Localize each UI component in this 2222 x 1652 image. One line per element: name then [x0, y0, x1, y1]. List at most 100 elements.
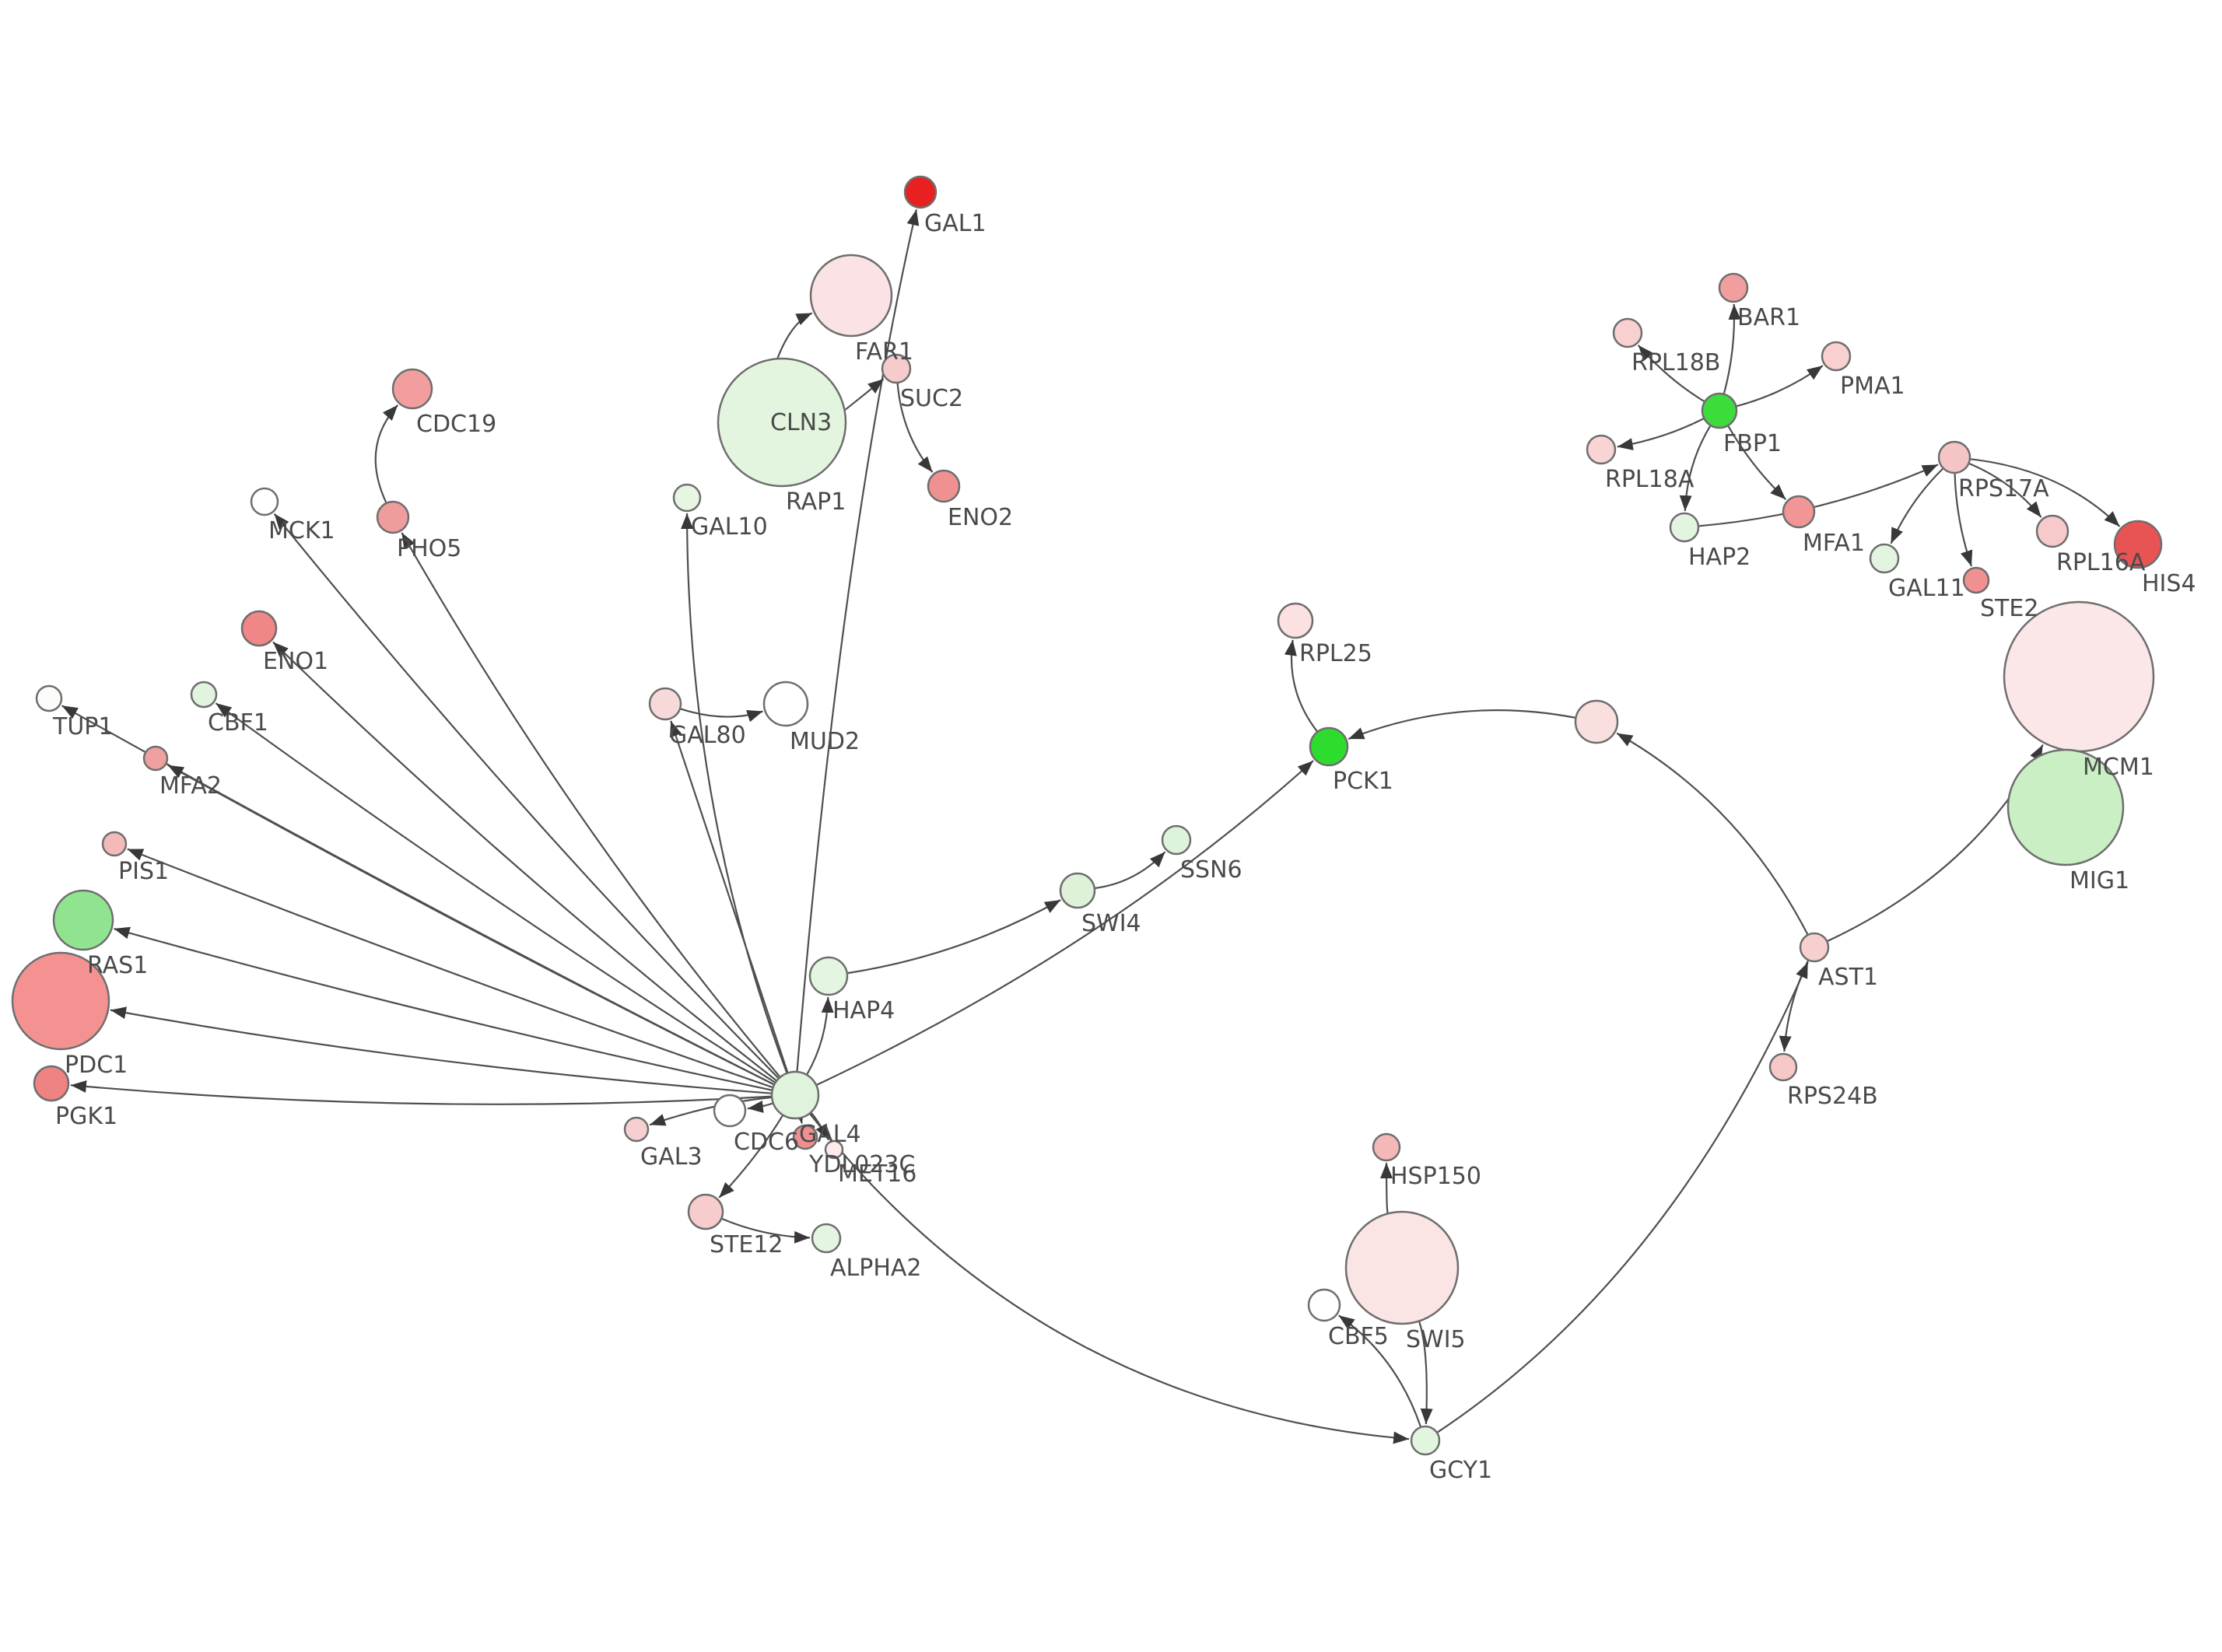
- edge-gal4-pis1[interactable]: [127, 848, 773, 1088]
- edge-pho5-cdc19[interactable]: [374, 404, 399, 503]
- node-ast1[interactable]: [1799, 932, 1830, 963]
- edge-gal4-pdc1[interactable]: [110, 1006, 772, 1094]
- edge-rps17a-ste2[interactable]: [1954, 473, 1973, 567]
- edge-gal4-gal1[interactable]: [796, 209, 920, 1072]
- node-ste12[interactable]: [687, 1193, 724, 1230]
- node-swi5[interactable]: [1344, 1210, 1460, 1325]
- node-eno2[interactable]: [927, 469, 961, 503]
- node-mud2[interactable]: [762, 681, 809, 727]
- edge-hap4-swi4[interactable]: [847, 899, 1061, 975]
- node-eno1[interactable]: [240, 610, 278, 647]
- edge-gal4-cbf1[interactable]: [215, 702, 776, 1083]
- node-hap2[interactable]: [1669, 512, 1700, 543]
- edge-ste12-alpha2[interactable]: [721, 1218, 811, 1244]
- node-hsp150[interactable]: [1372, 1132, 1401, 1162]
- node-mfa2[interactable]: [142, 745, 169, 772]
- node-rpl16a[interactable]: [2035, 514, 2070, 548]
- node-ste2[interactable]: [1962, 566, 1990, 594]
- node-rps17a[interactable]: [1937, 440, 1971, 474]
- node-rpl18b[interactable]: [1612, 317, 1643, 348]
- node-hap4[interactable]: [808, 956, 849, 996]
- node-gcy1[interactable]: [1410, 1425, 1441, 1456]
- node-gal1[interactable]: [903, 175, 938, 209]
- node-nodex[interactable]: [1574, 699, 1619, 744]
- node-tup1[interactable]: [35, 684, 63, 712]
- edge-gal4-ras1[interactable]: [114, 926, 772, 1091]
- node-far1[interactable]: [809, 254, 893, 338]
- edge-gal4-gal3[interactable]: [649, 1096, 772, 1126]
- edge-gal4-gal80[interactable]: [669, 720, 789, 1073]
- edge-swi4-ssn6[interactable]: [1095, 851, 1166, 889]
- node-gal4[interactable]: [770, 1070, 820, 1120]
- node-cdc6[interactable]: [713, 1094, 747, 1128]
- edge-gal4-mck1[interactable]: [273, 513, 780, 1079]
- node-ras1[interactable]: [52, 889, 114, 951]
- node-gal11[interactable]: [1869, 543, 1900, 574]
- edge-gcy1-cbf5[interactable]: [1338, 1314, 1421, 1427]
- edge-gal4-ydl023c[interactable]: [792, 1107, 804, 1124]
- edge-gcy1-ast1[interactable]: [1437, 961, 1809, 1433]
- edge-rps17a-gal11[interactable]: [1890, 467, 1943, 544]
- edge-ast1-nodex[interactable]: [1616, 732, 1809, 935]
- node-pck1[interactable]: [1309, 726, 1349, 767]
- edge-gal4-ste12[interactable]: [718, 1115, 783, 1199]
- node-rpl18a[interactable]: [1586, 434, 1617, 465]
- edge-ast1-mcm1[interactable]: [1827, 744, 2044, 942]
- node-cbf5[interactable]: [1307, 1288, 1341, 1322]
- edge-fbp1-pma1[interactable]: [1736, 365, 1824, 408]
- node-mck1[interactable]: [250, 487, 279, 516]
- node-rps24b[interactable]: [1768, 1052, 1798, 1082]
- edge-gal4-gal10[interactable]: [681, 513, 788, 1073]
- edge-rps17a-his4[interactable]: [1970, 458, 2121, 527]
- node-met16[interactable]: [824, 1139, 844, 1160]
- edge-hap2-rps17a[interactable]: [1698, 464, 1939, 527]
- edge-fbp1-rpl18a[interactable]: [1617, 418, 1704, 450]
- node-pis1[interactable]: [101, 831, 128, 857]
- node-gal10[interactable]: [672, 483, 702, 513]
- edge-fbp1-mfa1[interactable]: [1727, 425, 1787, 500]
- node-cbf1[interactable]: [190, 681, 218, 709]
- edge-gal4-hap4[interactable]: [806, 996, 834, 1075]
- edge-fbp1-hap2[interactable]: [1679, 425, 1712, 512]
- edge-rap1-suc2[interactable]: [844, 378, 885, 411]
- node-mcm1[interactable]: [2003, 600, 2155, 753]
- node-rap1[interactable]: [717, 357, 847, 488]
- edge-swi5-gcy1[interactable]: [1418, 1321, 1433, 1425]
- edge-gal4-gcy1[interactable]: [809, 1113, 1410, 1444]
- node-suc2[interactable]: [881, 353, 912, 384]
- edge-gal4-tup1[interactable]: [61, 705, 774, 1086]
- edge-fbp1-bar1[interactable]: [1723, 303, 1741, 394]
- edge-gal4-eno1[interactable]: [272, 641, 777, 1081]
- edge-suc2-eno2[interactable]: [896, 383, 934, 473]
- edge-gal4-met16[interactable]: [810, 1112, 830, 1141]
- node-swi4[interactable]: [1059, 872, 1096, 909]
- edge-gal4-pho5[interactable]: [401, 532, 780, 1077]
- edge-gal4-mfa2[interactable]: [167, 764, 774, 1086]
- edge-nodex-pck1[interactable]: [1348, 709, 1575, 740]
- node-pdc1[interactable]: [11, 951, 110, 1051]
- node-his4[interactable]: [2113, 520, 2163, 569]
- node-mig1[interactable]: [2006, 748, 2125, 866]
- node-pma1[interactable]: [1821, 341, 1852, 372]
- edge-gal4-cdc6[interactable]: [747, 1100, 773, 1113]
- edge-fbp1-rpl18b[interactable]: [1637, 345, 1705, 402]
- node-alpha2[interactable]: [811, 1223, 842, 1254]
- edge-gal4-pgk1[interactable]: [70, 1080, 772, 1105]
- edge-swi5-hsp150[interactable]: [1380, 1162, 1393, 1213]
- edge-gal4-pck1[interactable]: [816, 760, 1314, 1086]
- edge-pck1-rpl25[interactable]: [1284, 639, 1318, 732]
- edge-gal80-mud2[interactable]: [680, 708, 763, 723]
- node-pgk1[interactable]: [33, 1065, 70, 1102]
- edge-rps17a-rpl16a[interactable]: [1968, 463, 2042, 518]
- node-gal3[interactable]: [623, 1116, 650, 1143]
- node-fbp1[interactable]: [1701, 392, 1738, 429]
- node-ydl023c[interactable]: [792, 1124, 818, 1150]
- node-bar1[interactable]: [1718, 272, 1749, 303]
- node-ssn6[interactable]: [1161, 824, 1192, 856]
- node-mfa1[interactable]: [1782, 495, 1816, 529]
- node-gal80[interactable]: [648, 687, 682, 721]
- node-pho5[interactable]: [376, 500, 410, 534]
- node-cdc19[interactable]: [391, 368, 433, 410]
- node-rpl25[interactable]: [1277, 602, 1314, 639]
